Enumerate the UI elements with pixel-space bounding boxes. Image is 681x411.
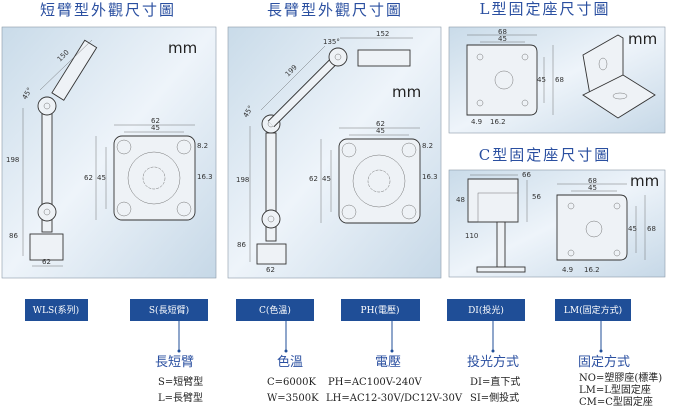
long-arm-panel: mm 152 135° 199 45° 198 86 62 62 45 62 4… [227, 26, 442, 279]
dim-plate-hole-h: 45 [322, 175, 331, 183]
option-heading: 固定方式 [578, 354, 630, 370]
option-item: NO=塑膠座(標準) [579, 371, 662, 384]
dim-base-h: 86 [9, 232, 18, 240]
dim-hole-w: 45 [498, 35, 507, 43]
dim-hole-w: 45 [588, 184, 597, 192]
c-mount-panel: mm 66 48 56 110 68 45 45 68 4.9 16.2 [448, 169, 666, 278]
option-item: CM=C型固定座 [579, 395, 653, 408]
option-heading: 電壓 [375, 355, 401, 370]
unit-label: mm [628, 30, 657, 48]
title-short-arm: 短臂型外觀尺寸圖 [40, 1, 176, 19]
code-voltage: PH(電壓) 電壓 PH=AC100V-240V LH=AC12-30V/DC1… [326, 299, 463, 404]
option-heading: 投光方式 [467, 354, 519, 370]
option-item: LM=L型固定座 [579, 383, 651, 396]
dim-plate-hole-w: 45 [376, 127, 385, 135]
dim-plate-h: 62 [309, 175, 318, 183]
mount-plate: 62 45 62 45 8.2 16.3 [84, 117, 213, 221]
dim-center-d: 16.3 [197, 173, 213, 181]
unit-label: mm [392, 83, 421, 101]
dim-hole-h: 45 [537, 76, 546, 84]
dim-plate-hole-w: 45 [151, 124, 160, 132]
dim-h: 68 [647, 225, 656, 233]
dim-hole-h: 45 [628, 225, 637, 233]
dim-edge: 4.9 [471, 118, 482, 126]
short-arm-panel: mm 150 45° 198 86 62 62 45 62 45 8.2 16.… [1, 26, 217, 279]
dim-w: 68 [588, 177, 597, 185]
title-long-arm: 長臂型外觀尺寸圖 [267, 1, 403, 19]
code-mount: LM(固定方式) 固定方式 NO=塑膠座(標準) LM=L型固定座 CM=C型固… [555, 299, 662, 408]
dim-base-w: 62 [266, 266, 275, 274]
dim-plate-w: 62 [376, 120, 385, 128]
dim-base-w: 62 [42, 258, 51, 266]
title-l-mount: L型固定座尺寸圖 [480, 0, 611, 18]
option-item: LH=AC12-30V/DC12V-30V [326, 393, 463, 404]
code-label: PH(電壓) [361, 305, 400, 316]
dim-height: 198 [6, 156, 19, 164]
option-heading: 色溫 [277, 354, 303, 370]
dim-top: 66 [522, 171, 531, 179]
base [29, 233, 64, 261]
option-item: SI=側投式 [470, 391, 519, 404]
dim-base-h: 86 [237, 241, 246, 249]
dim-angle-top: 135° [323, 38, 340, 46]
code-label: DI(投光) [468, 304, 504, 316]
code-label: LM(固定方式) [564, 304, 622, 316]
code-arm: S(長短臂) 長短臂 S=短臂型 L=長臂型 [130, 299, 208, 404]
dim-center-d: 16.3 [422, 173, 438, 181]
code-color-temp: C(色溫) 色溫 C=6000K W=3500K [236, 299, 319, 404]
dim-w: 68 [498, 28, 507, 36]
code-wls: WLS(系列) [25, 299, 88, 321]
option-item: DI=直下式 [470, 375, 520, 388]
l-bracket-3d [582, 34, 656, 119]
option-item: PH=AC100V-240V [328, 377, 423, 388]
code-label: WLS(系列) [33, 304, 79, 316]
code-projection: DI(投光) 投光方式 DI=直下式 SI=側投式 [447, 299, 525, 404]
option-item: W=3500K [267, 393, 319, 404]
title-c-mount: C型固定座尺寸圖 [479, 146, 611, 164]
dim-height: 198 [236, 176, 249, 184]
option-heading: 長短臂 [155, 355, 194, 370]
dim-h: 68 [555, 76, 564, 84]
l-mount-panel: mm 68 45 45 68 4.9 16.2 [448, 26, 666, 134]
dim-center: 16.2 [490, 118, 506, 126]
dim-edge: 4.9 [562, 266, 573, 274]
unit-label: mm [168, 39, 197, 57]
dim-hole-d: 8.2 [197, 142, 208, 150]
dim-depth: 48 [456, 196, 465, 204]
dim-plate-w: 62 [151, 117, 160, 125]
dim-height: 56 [532, 193, 541, 201]
dim-lamp: 152 [376, 30, 389, 38]
code-label: C(色溫) [259, 304, 291, 316]
unit-label: mm [630, 172, 659, 190]
dim-plate-h: 62 [84, 174, 93, 182]
dim-center: 16.2 [584, 266, 600, 274]
dim-hole-d: 8.2 [422, 142, 433, 150]
option-item: S=短臂型 [158, 375, 203, 388]
option-item: C=6000K [267, 377, 316, 388]
dim-plate-hole-h: 45 [97, 174, 106, 182]
option-item: L=長臂型 [158, 391, 203, 404]
dim-length: 110 [465, 232, 478, 240]
lamp-head [51, 39, 98, 101]
code-label: S(長短臂) [149, 304, 189, 316]
